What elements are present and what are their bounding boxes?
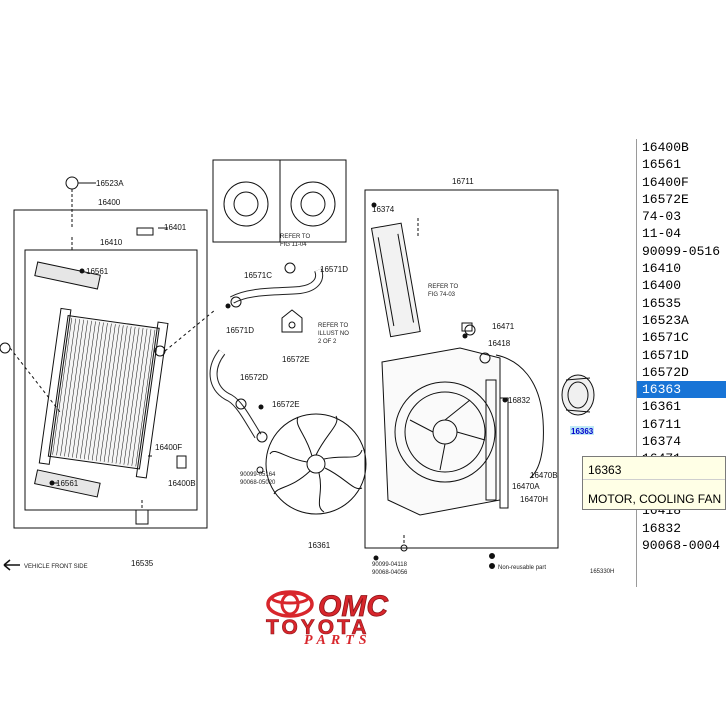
parts-list-item[interactable]: 16711 [642, 416, 682, 432]
label-16535[interactable]: 16535 [131, 559, 154, 568]
parts-list-item[interactable]: 90099-0516 [642, 243, 721, 259]
label-16571C[interactable]: 16571C [244, 271, 272, 280]
parts-list-item[interactable]: 16400F [642, 174, 689, 190]
label-16401[interactable]: 16401 [164, 223, 187, 232]
refer-note-2b: FIG 74-03 [428, 292, 456, 298]
bracket-16401 [136, 227, 154, 236]
parts-list-item[interactable]: 16410 [642, 261, 682, 277]
fan-motor-16363 [561, 374, 595, 416]
fan-shroud [381, 347, 501, 516]
label-16470H[interactable]: 16470H [520, 495, 548, 504]
label-16572E-lower[interactable]: 16572E [272, 400, 300, 409]
label-16571D[interactable]: 16571D [226, 326, 254, 335]
parts-list-item[interactable]: 16571D [642, 347, 689, 363]
label-16561-upper[interactable]: 16561 [86, 267, 109, 276]
label-16572E[interactable]: 16572E [282, 355, 310, 364]
shroud-side-bar [485, 379, 497, 501]
label-16363[interactable]: 16363 [571, 427, 594, 436]
radiator-cap-part [65, 176, 79, 190]
radiator-group-box [13, 209, 208, 529]
label-16471[interactable]: 16471 [492, 322, 515, 331]
front-arrow [3, 559, 20, 571]
part-tooltip: 16363 MOTOR, COOLING FAN [582, 456, 726, 510]
label-16363-highlight [570, 426, 594, 435]
label-16572D[interactable]: 16572D [240, 373, 268, 382]
toyota-emblem-icon [266, 590, 314, 618]
refer-note-2: REFER TO [428, 284, 458, 290]
bolt-label-4[interactable]: 90068-04056 [372, 570, 408, 576]
parts-list-item[interactable]: 16363 [637, 381, 726, 399]
label-16418[interactable]: 16418 [488, 339, 511, 348]
label-16374[interactable]: 16374 [372, 205, 395, 214]
logo-parts: PARTS [304, 633, 372, 645]
parts-list-item[interactable]: 16572D [642, 364, 689, 380]
drain-plug [135, 509, 149, 525]
bolt-16400B [176, 455, 187, 469]
parts-list-item[interactable]: 16571C [642, 330, 689, 346]
bolt-label-2[interactable]: 90068-05020 [240, 480, 276, 486]
label-16400F[interactable]: 16400F [155, 443, 182, 452]
shroud-side-bar-2 [499, 397, 509, 509]
shroud-stay [370, 222, 421, 338]
refer-note-1b: FIG 11-04 [280, 242, 307, 248]
cap-right [290, 181, 336, 227]
illustration-code: 165330H [590, 569, 614, 575]
logo-graphic: OMC TOYOTA PARTS [266, 590, 390, 648]
omc-toyota-parts-logo: OMC TOYOTA PARTS [258, 590, 448, 648]
refer-note-3: REFER TO [318, 323, 348, 329]
water-outlet [281, 309, 303, 333]
label-16470A[interactable]: 16470A [512, 482, 540, 491]
bolt-label-3[interactable]: 90099-04118 [372, 562, 408, 568]
tooltip-part-number: 16363 [588, 463, 622, 477]
label-16561-lower[interactable]: 16561 [56, 479, 79, 488]
legend-non-reusable: Non-reusable part [498, 565, 546, 571]
parts-list-item[interactable]: 16535 [642, 295, 682, 311]
label-16711[interactable]: 16711 [452, 177, 474, 186]
parts-list-item[interactable]: 16361 [642, 399, 682, 415]
label-16400[interactable]: 16400 [98, 198, 121, 207]
parts-list-item[interactable]: 16523A [642, 312, 689, 328]
parts-list-item[interactable]: 11-04 [642, 226, 682, 242]
parts-list-item[interactable]: 16832 [642, 520, 682, 536]
label-16523A[interactable]: 16523A [96, 179, 124, 188]
parts-list-item[interactable]: 16561 [642, 157, 682, 173]
label-16571D-top[interactable]: 16571D [320, 265, 348, 274]
wire-harness [495, 354, 544, 479]
tooltip-description: MOTOR, COOLING FAN [588, 492, 722, 506]
parts-list-item[interactable]: 16572E [642, 191, 689, 207]
tooltip-divider [583, 479, 725, 480]
vehicle-front-note: VEHICLE FRONT SIDE [24, 564, 88, 570]
parts-list-item[interactable]: 16374 [642, 434, 682, 450]
radiator-core [38, 307, 169, 479]
fan-blade [265, 413, 367, 515]
label-16410[interactable]: 16410 [100, 238, 123, 247]
label-16361[interactable]: 16361 [308, 541, 331, 550]
cap-left [223, 181, 269, 227]
label-16470B[interactable]: 16470B [530, 471, 558, 480]
radiator-inner-box [24, 249, 198, 511]
logo-toyota: TOYOTA [266, 616, 370, 639]
seal-pad-lower [34, 469, 101, 498]
parts-list-item[interactable]: 16400 [642, 278, 682, 294]
refer-note-1: REFER TO [280, 234, 310, 240]
seal-pad-upper [34, 261, 101, 290]
parts-list-item[interactable]: 74-03 [642, 209, 682, 225]
refer-note-3c: 2 OF 2 [318, 339, 337, 345]
bolt-label-1[interactable]: 90099-05164 [240, 472, 276, 478]
refer-note-3b: ILLUST NO [318, 331, 349, 337]
parts-list-item[interactable]: 90068-0004 [642, 537, 721, 553]
shroud-group-box [364, 189, 559, 549]
parts-list-item[interactable]: 16400B [642, 140, 689, 155]
logo-omc: OMC [318, 590, 389, 623]
label-16832[interactable]: 16832 [508, 396, 531, 405]
label-16400B[interactable]: 16400B [168, 479, 196, 488]
